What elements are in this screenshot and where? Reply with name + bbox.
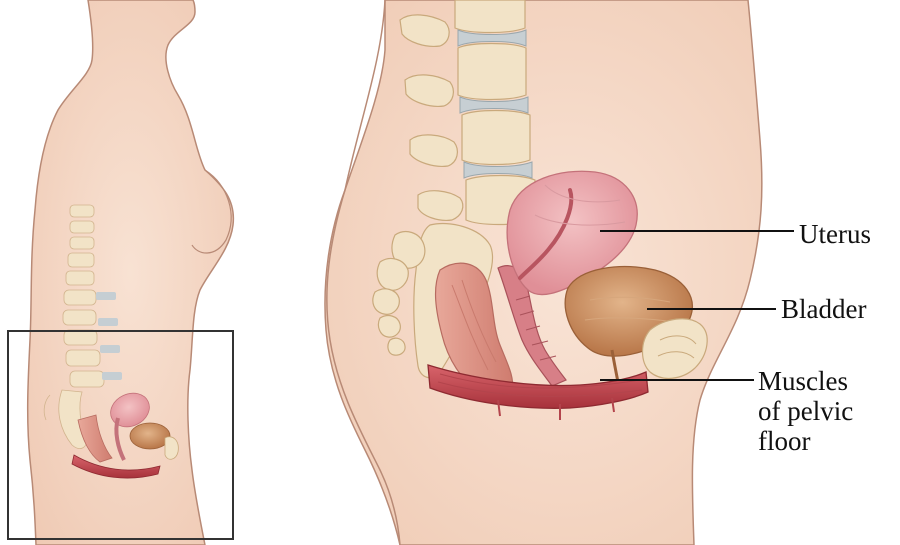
uterus-label: Uterus [799,219,871,249]
small-bladder [130,423,170,449]
enlarged-pelvis-view [325,0,762,545]
pelvic-floor-muscles-label: Muscles of pelvic floor [758,366,853,456]
body-silhouette [28,0,234,545]
side-view-figure [28,0,234,545]
small-pubic-bone [165,437,178,460]
bladder-label: Bladder [781,294,866,324]
